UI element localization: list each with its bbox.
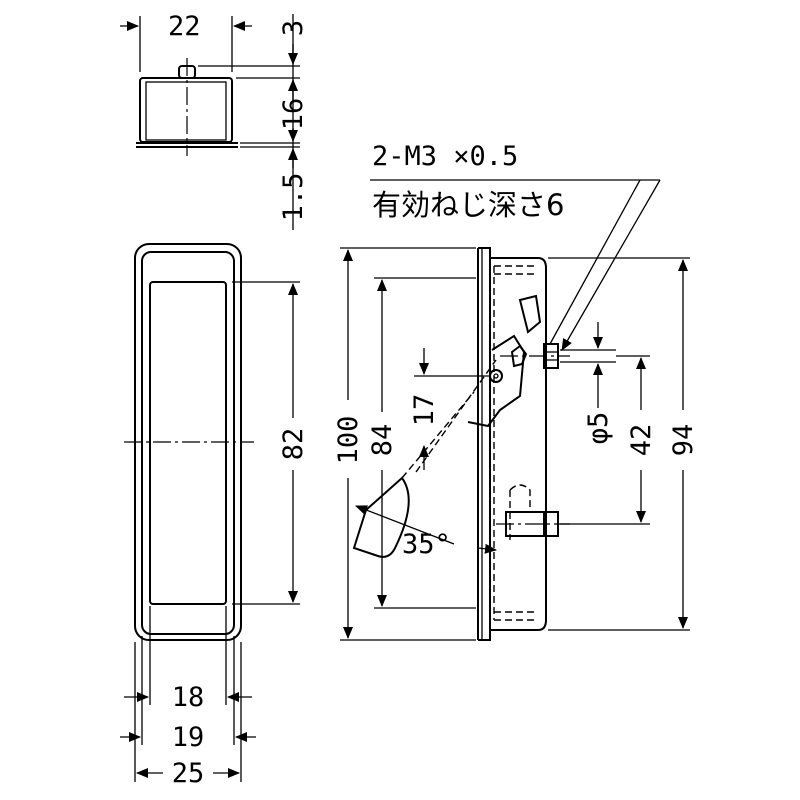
mount-height-label: 94 [668, 424, 699, 457]
body-height-label: 16 [278, 98, 309, 131]
top-width-label: 22 [168, 11, 201, 42]
side-view-body [477, 247, 547, 641]
top-height-dimensions: 3 16 1.5 [198, 14, 309, 230]
front-inner-height-label: 82 [278, 428, 309, 461]
front-view: 82 18 19 25 [120, 243, 309, 789]
side-view: 100 84 17 35° φ5 [333, 247, 699, 641]
swing-angle-dimension: 35° [355, 505, 497, 560]
front-inner-width-label: 18 [172, 682, 205, 713]
thread-depth-label: 有効ねじ深さ6 [372, 188, 564, 222]
front-outer-width-label: 25 [172, 758, 205, 789]
side-outer-height-dimension: 100 [333, 247, 476, 641]
top-view-body [136, 58, 238, 156]
top-view: 22 3 16 1.5 [120, 11, 309, 230]
hole-pitch-dimension: 42 [560, 355, 657, 525]
top-width-dimension: 22 [120, 11, 252, 72]
side-outer-height-label: 100 [333, 416, 364, 465]
flange-thickness-label: 1.5 [278, 173, 309, 222]
swung-lever-outline [352, 359, 497, 558]
hole-diameter-label: φ5 [583, 412, 614, 445]
pivot-offset-dimension: 17 [409, 348, 490, 470]
front-height-dimension: 82 [232, 281, 309, 605]
front-width-dimensions: 18 19 25 [120, 606, 256, 789]
lever-mechanism [467, 294, 570, 540]
pivot-offset-label: 17 [409, 394, 440, 427]
mount-height-dimension: 94 [548, 257, 699, 631]
side-body-height-dimension: 84 [367, 277, 476, 609]
side-body-height-label: 84 [367, 424, 398, 457]
front-view-body [124, 243, 254, 641]
hole-pitch-label: 42 [626, 424, 657, 457]
hole-diameter-dimension: φ5 [560, 322, 616, 444]
swing-angle-label: 35° [402, 529, 451, 560]
thread-note: 2-M3 ×0.5 有効ねじ深さ6 [370, 141, 661, 351]
front-opening-width-label: 19 [172, 722, 205, 753]
knob-height-label: 3 [278, 20, 309, 36]
thread-spec-label: 2-M3 ×0.5 [372, 141, 518, 172]
